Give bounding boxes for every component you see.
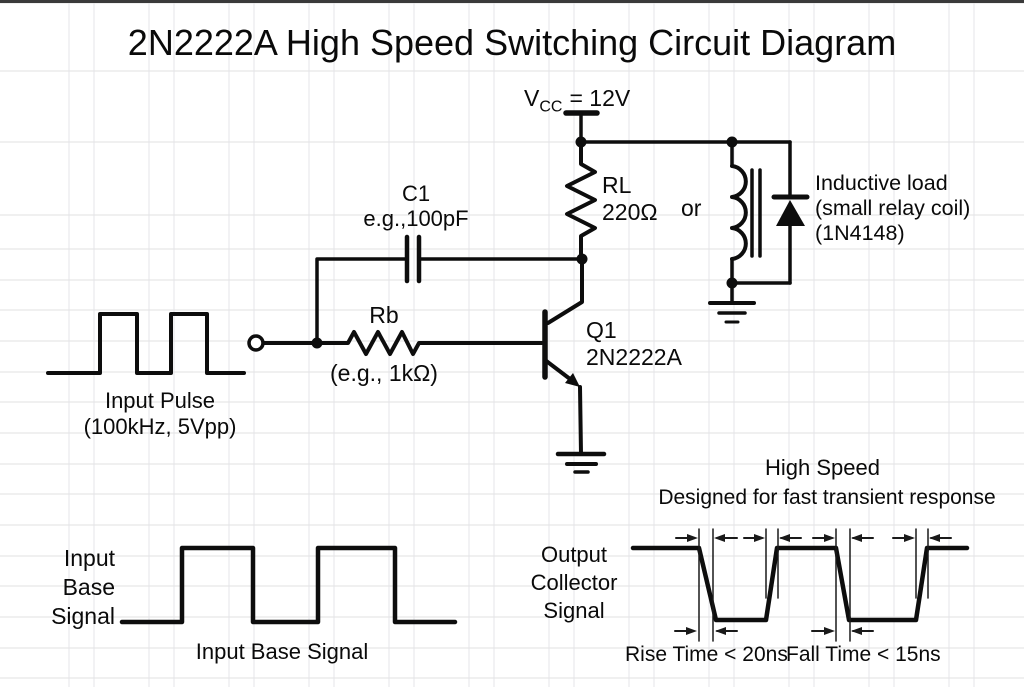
c1-name: C1 [401,181,431,206]
capacitor-c1-symbol [315,234,583,345]
input-pulse-line2: (100kHz, 5Vpp) [83,414,237,439]
timing-arrows-bottom [674,627,874,635]
timing-markers [698,528,929,642]
ground-symbol-load [708,281,756,324]
output-label-line3: Signal [543,598,605,623]
or-label: or [681,195,702,221]
arrowheads [686,627,862,635]
input-pulse-line1: Input Pulse [104,388,216,413]
output-label-line1: Output [540,542,608,567]
diagram-title: 2N2222A High Speed Switching Circuit Dia… [127,22,897,63]
vcc-value: = 12V [569,85,631,111]
inductive-line3: (1N4148) [815,221,905,245]
inductor-symbol [730,140,762,285]
top-border [0,0,1024,3]
input-base-signal-caption: Input Base Signal [195,639,369,664]
rl-resistor-label: RL 220Ω [602,172,658,226]
transistor-q1-symbol [542,257,584,456]
inductive-load-label: Inductive load (small relay coil) (1N414… [815,171,970,246]
rb-resistor-name: Rb [369,302,399,328]
rl-name: RL [602,172,632,198]
vcc-subscript: CC [539,98,563,116]
rb-resistor-value: (e.g., 1kΩ) [330,360,438,386]
input-base-signal-label: Input Base Signal [28,544,115,631]
output-label-line2: Collector [530,570,618,595]
rl-value: 220Ω [602,199,658,225]
junction-dots [311,136,738,349]
vcc-v: V [524,85,540,111]
rise-time-label: Rise Time < 20ns [625,643,788,666]
q1-part-number: 2N2222A [586,344,682,370]
diode-triangle-icon [776,200,805,226]
base-label-line3: Signal [51,603,115,629]
input-base-waveform [119,545,458,625]
base-label-line1: Input [63,545,115,571]
fall-time-label: Fall Time < 15ns [786,643,941,666]
vcc-label: VCC = 12V [524,85,630,117]
timing-arrows-top [675,534,952,542]
q1-transistor-label: Q1 2N2222A [586,317,682,371]
c1-value: e.g.,100pF [363,206,469,231]
input-pulse-waveform [46,312,246,375]
input-terminal [247,334,265,352]
q1-name: Q1 [586,317,617,343]
c1-capacitor-label: C1 e.g.,100pF [340,181,492,231]
emitter-arrow-icon [565,373,580,387]
base-label-line2: Base [62,574,115,600]
resistor-rb-symbol [261,330,544,356]
inductive-line1: Inductive load [815,171,948,195]
input-pulse-label: Input Pulse (100kHz, 5Vpp) [60,388,260,440]
diode-symbol [771,140,810,285]
resistor-rl-symbol [565,140,597,261]
ground-symbol-emitter [555,451,607,474]
output-collector-signal-label: Output Collector Signal [518,541,630,625]
output-collector-waveform [630,545,970,623]
inductive-line2: (small relay coil) [815,196,971,220]
arrowheads [687,534,940,542]
high-speed-subheading: Designed for fast transient response [658,486,996,509]
high-speed-heading: High Speed [765,455,880,480]
